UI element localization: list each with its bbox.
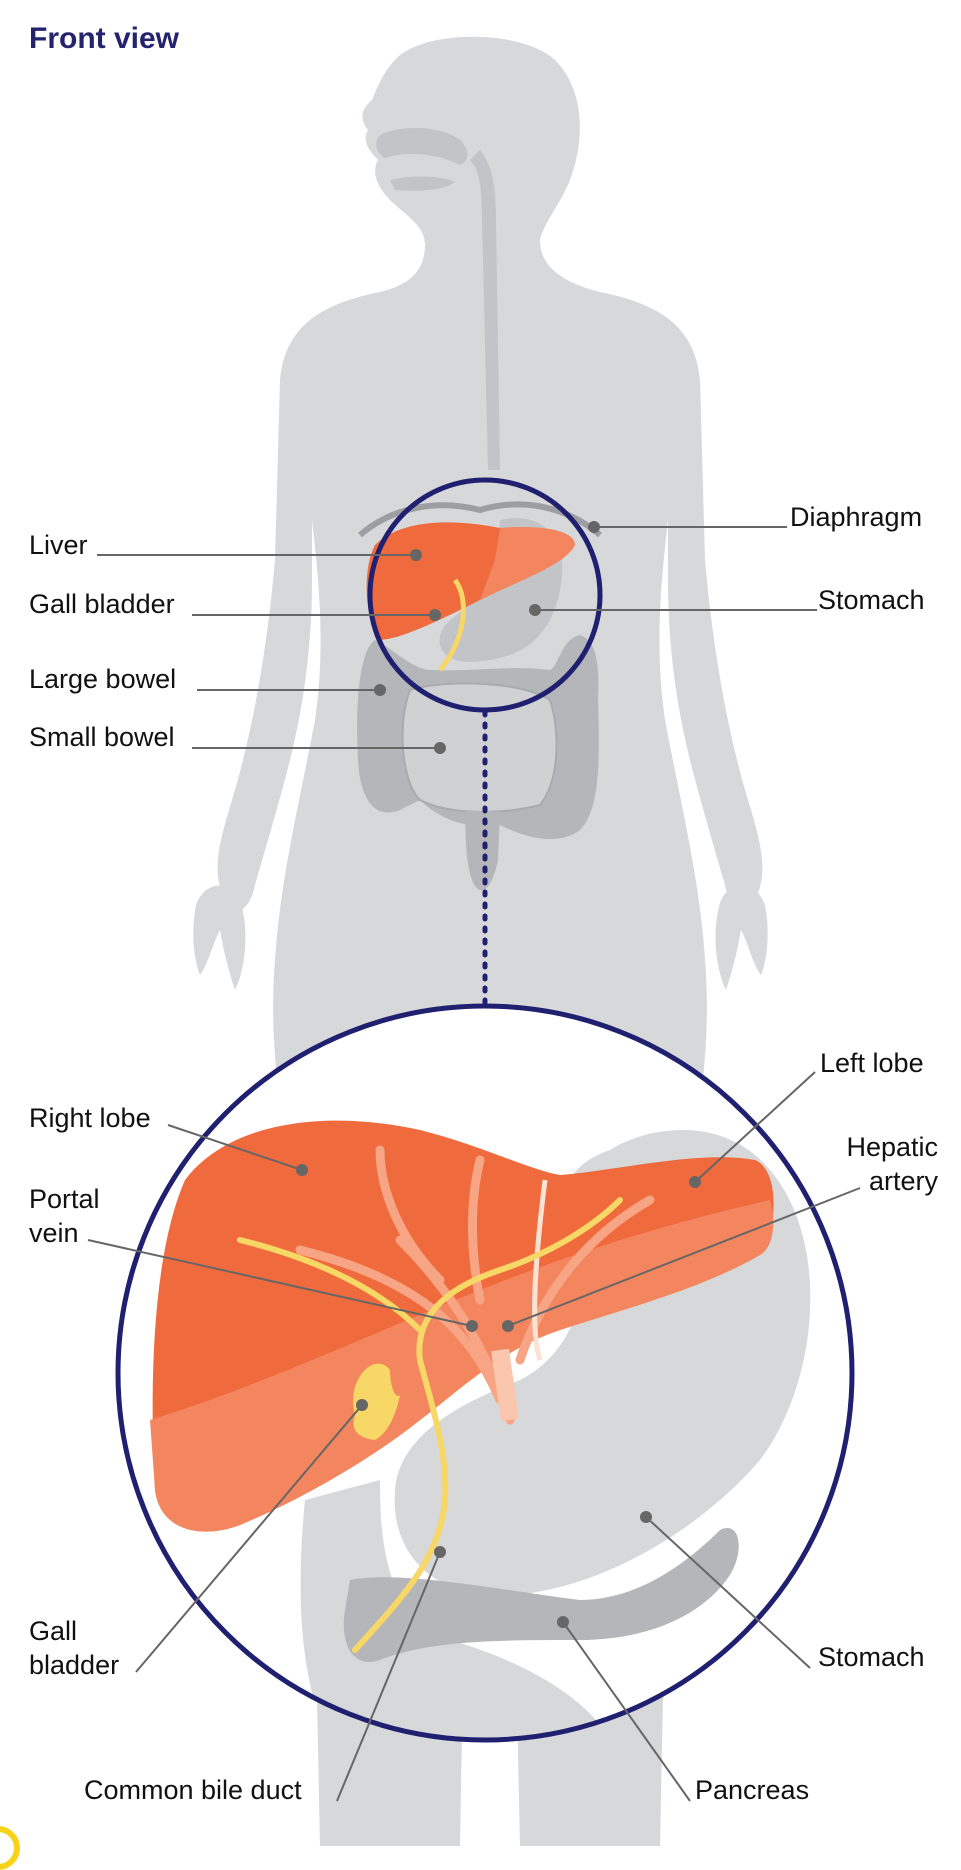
liver-top-light — [480, 527, 575, 600]
hepatic-artery-vessel — [532, 1179, 548, 1361]
leader-dots — [296, 521, 701, 1628]
label-portal-vein: Portal vein — [29, 1182, 100, 1250]
label-hepatic-artery-line2: artery — [868, 1166, 938, 1196]
label-large-bowel: Large bowel — [29, 664, 177, 694]
label-portal-vein-line2: vein — [29, 1218, 79, 1248]
page-title: Front view — [29, 22, 180, 55]
label-gall-bladder: Gall bladder — [29, 1614, 119, 1682]
label-pancreas: Pancreas — [695, 1775, 810, 1805]
label-portal-vein-line1: Portal — [29, 1184, 100, 1214]
label-diaphragm: Diaphragm — [790, 502, 923, 532]
rectum-top — [465, 810, 500, 891]
label-hepatic-artery-line1: Hepatic — [846, 1132, 938, 1162]
bile-top — [438, 578, 466, 672]
label-hepatic-artery: Hepatic artery — [800, 1130, 938, 1198]
duodenum — [300, 1480, 620, 1740]
gallbladder-large — [353, 1363, 400, 1440]
label-stomach-bottom: Stomach — [818, 1642, 925, 1672]
small-bowel-top — [401, 682, 558, 813]
label-gall-bladder-line2: bladder — [29, 1650, 120, 1680]
label-common-bile-duct: Common bile duct — [84, 1775, 302, 1805]
leader-lines — [87, 526, 861, 1802]
pancreas-large — [343, 1528, 739, 1662]
portal-vein-vessel — [491, 1348, 519, 1422]
label-small-bowel: Small bowel — [29, 722, 175, 752]
label-liver: Liver — [29, 530, 88, 560]
label-stomach-top: Stomach — [818, 585, 925, 615]
zoom-circle-large — [115, 1003, 855, 1743]
label-left-lobe: Left lobe — [820, 1048, 924, 1078]
bile-ducts — [237, 1197, 623, 1653]
label-right-lobe: Right lobe — [29, 1103, 151, 1133]
label-gall-bladder-line1: Gall — [29, 1616, 78, 1646]
label-gall-bladder-top: Gall bladder — [29, 589, 175, 619]
esophagus — [376, 128, 500, 470]
